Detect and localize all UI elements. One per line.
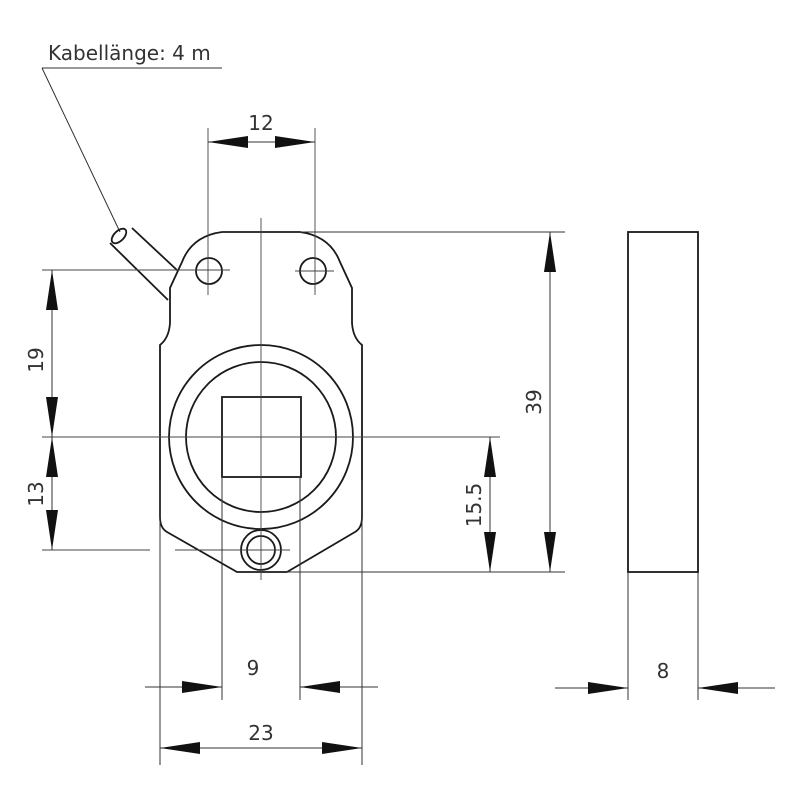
cable (109, 227, 179, 301)
cable-length-leader (41, 67, 222, 233)
dimension-19-13 (46, 270, 58, 550)
mounting-hole-left (195, 257, 223, 285)
dimension-label-15-5: 15.5 (462, 483, 486, 528)
side-view (627, 231, 699, 573)
dimension-15-5 (484, 437, 496, 572)
dimension-label-9: 9 (247, 656, 260, 680)
dimension-label-12: 12 (248, 111, 273, 135)
extension-lines (159, 231, 699, 765)
dimension-label-39: 39 (522, 389, 546, 414)
cable-length-note: Kabellänge: 4 m (48, 41, 211, 65)
dimension-label-13: 13 (24, 481, 48, 506)
dimension-23 (160, 742, 362, 754)
dimension-label-8: 8 (657, 659, 670, 683)
dimension-12 (208, 136, 315, 148)
dimension-39 (544, 232, 556, 572)
centerlines (42, 128, 500, 580)
dimension-8 (555, 682, 775, 694)
dimension-9 (145, 681, 378, 693)
dimension-label-19: 19 (24, 347, 48, 372)
dimension-label-23: 23 (248, 721, 273, 745)
